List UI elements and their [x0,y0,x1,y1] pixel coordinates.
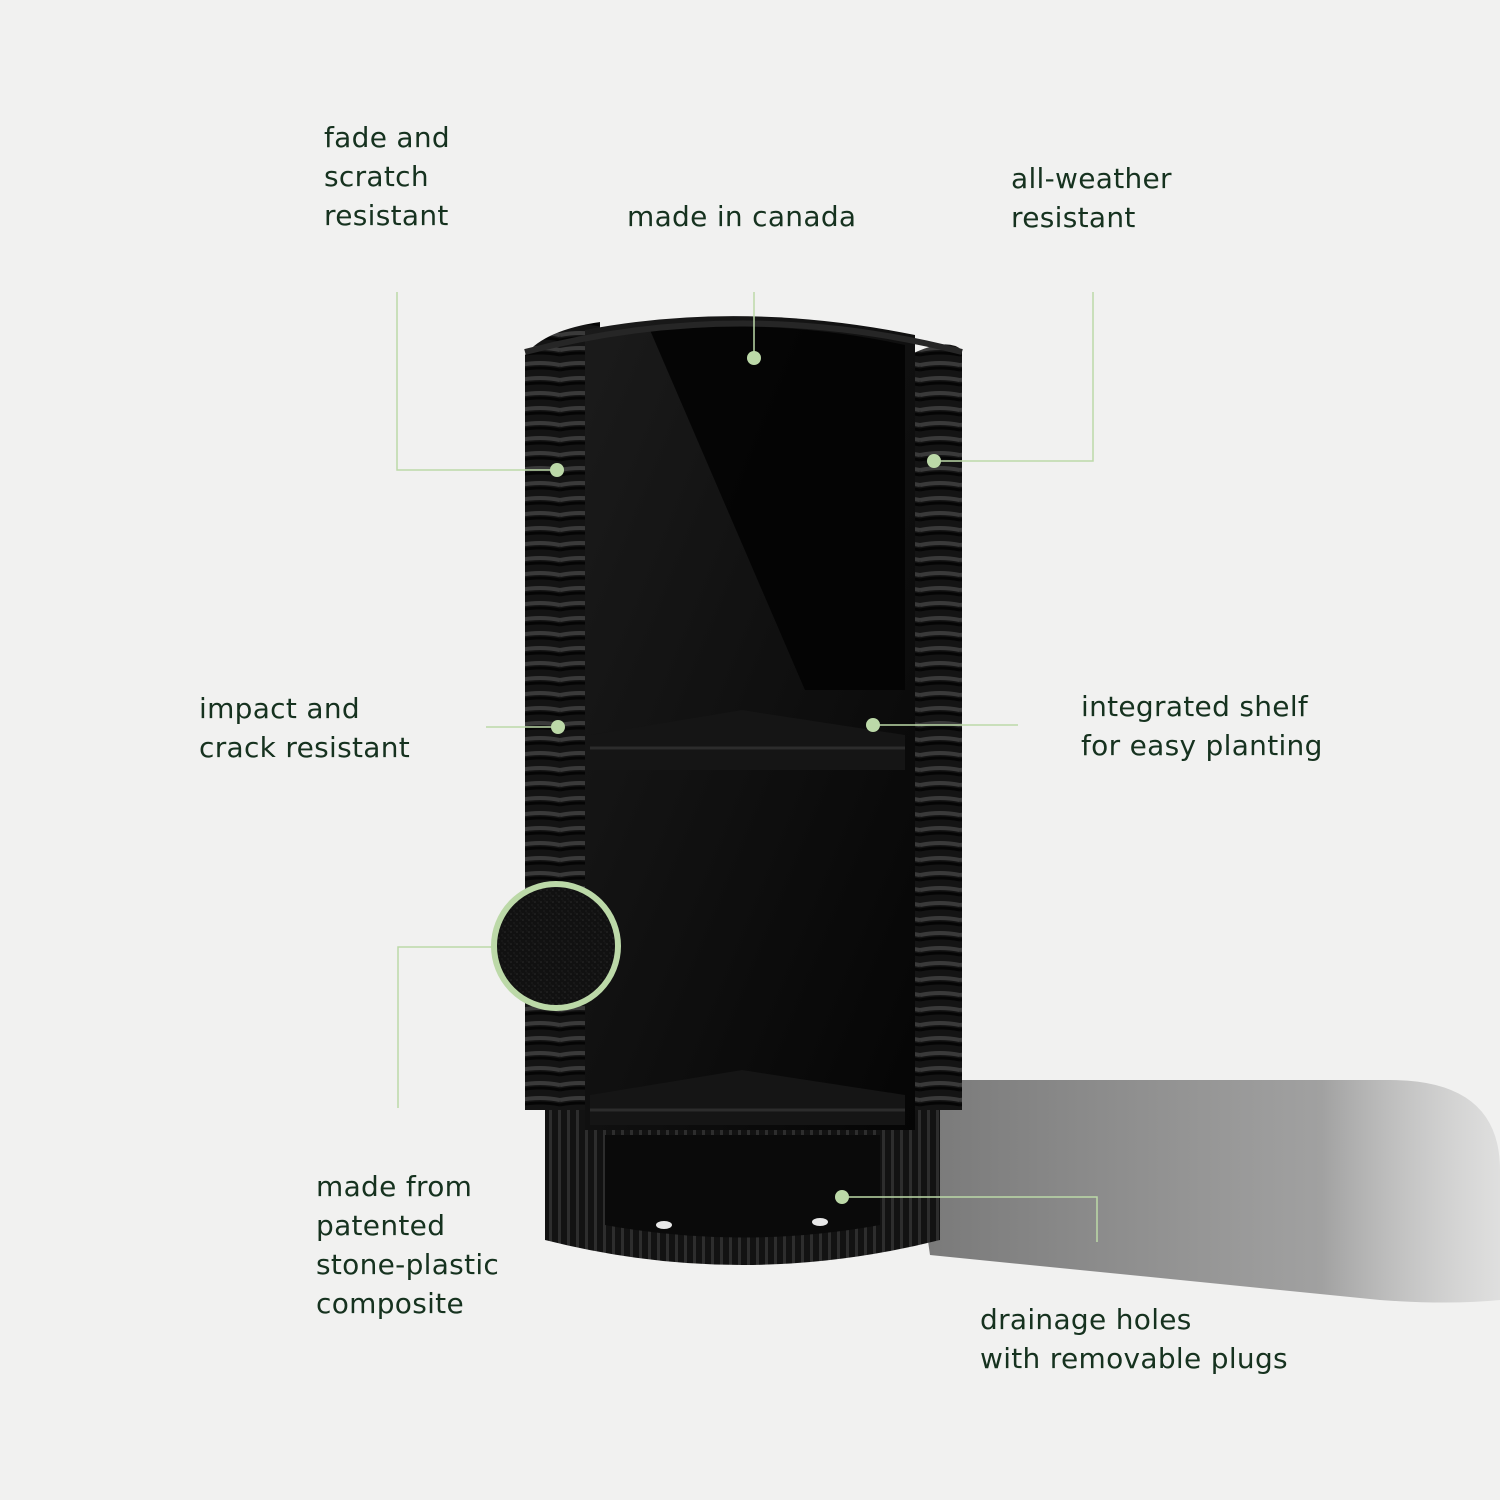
dot-weather [927,454,941,468]
material-magnifier [491,881,621,1011]
floor-shadow [905,1080,1500,1303]
callout-drainage: drainage holes with removable plugs [980,1303,1288,1375]
callout-dots [550,351,941,1204]
drainage-hole [812,1218,828,1226]
dot-shelf [866,718,880,732]
callout-all-weather: all-weather resistant [1011,162,1172,234]
integrated-shelf [590,710,905,770]
callout-impact-crack: impact and crack resistant [199,692,411,764]
callout-connectors [396,292,1098,1242]
dot-impact [551,720,565,734]
connector-fade [396,292,557,471]
connector-drainage [842,1196,1098,1242]
connector-material [397,946,494,1108]
dot-fade [550,463,564,477]
callout-made-in-canada: made in canada [627,200,857,233]
planter-base [545,1110,940,1265]
connector-weather [934,292,1094,462]
callout-fade-scratch: fade and scratch resistant [324,121,450,232]
drainage-hole [656,1221,672,1229]
planter-body [524,316,963,1131]
callout-integrated-shelf: integrated shelf for easy planting [1081,690,1323,762]
dot-drainage [835,1190,849,1204]
callout-material: made from patented stone-plastic composi… [316,1170,500,1320]
dot-canada [747,351,761,365]
